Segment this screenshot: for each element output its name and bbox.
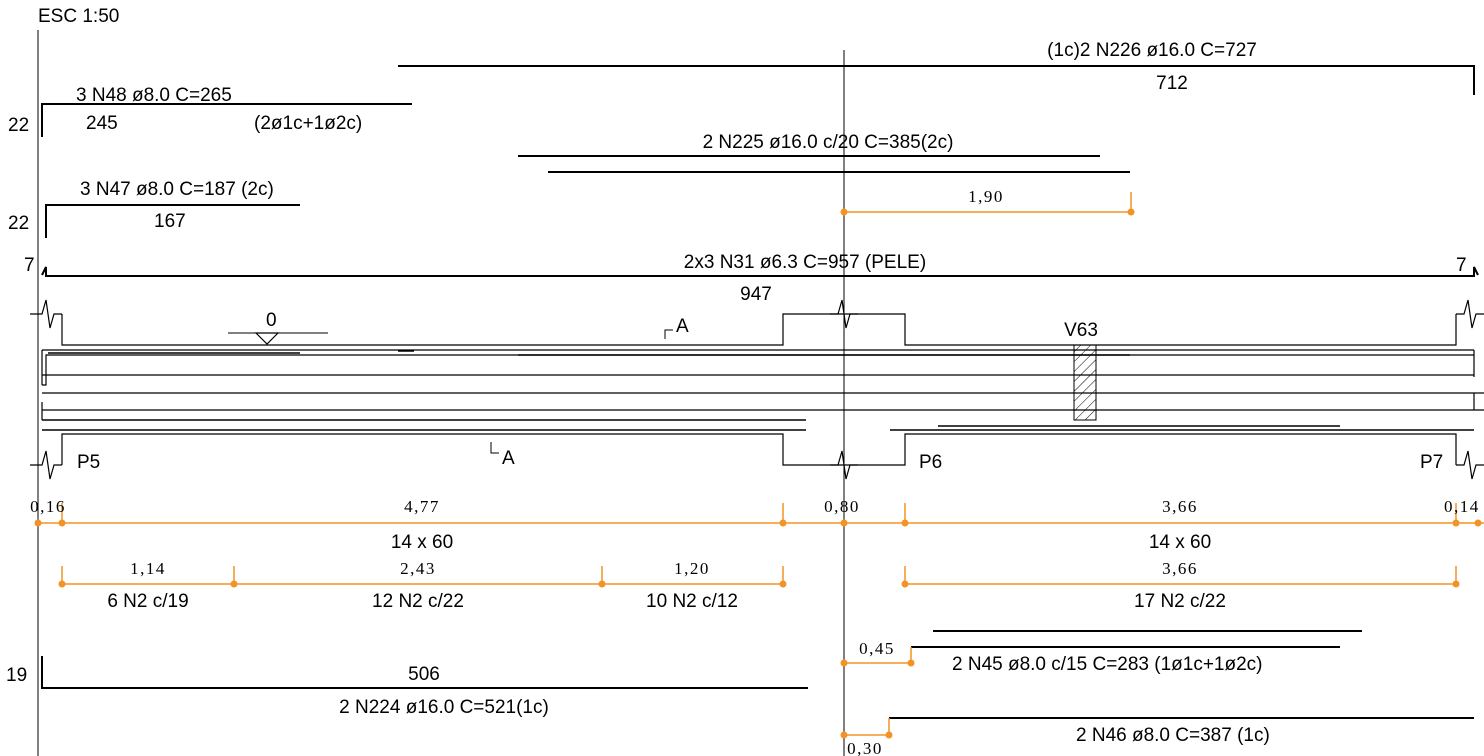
span-dim-4: 0,14	[1444, 497, 1480, 516]
bar-n48-label: 3 N48 ø8.0 C=265	[76, 85, 232, 106]
bar-n46-label: 2 N46 ø8.0 C=387 (1c)	[1076, 725, 1270, 746]
bar-n31-hook-right: 7	[1456, 255, 1467, 276]
section-mark-top: A	[664, 316, 689, 339]
bar-n224: 506 2 N224 ø16.0 C=521(1c) 19	[6, 656, 808, 718]
bar-n47: 3 N47 ø8.0 C=187 (2c) 167 22	[8, 179, 300, 238]
stirrup-label-3: 17 N2 c/22	[1134, 591, 1226, 612]
span-note-0: 14 x 60	[391, 532, 453, 553]
bar-n31-label: 2x3 N31 ø6.3 C=957 (PELE)	[684, 252, 926, 273]
level-mark: 0	[228, 310, 328, 345]
dimension-0-45-text: 0,45	[859, 639, 895, 658]
support-p7: P7	[1420, 452, 1443, 473]
section-mark-bottom-label: A	[502, 448, 515, 469]
crossing-beam-v63: V63	[1064, 320, 1098, 421]
bar-n45: 2 N45 ø8.0 c/15 C=283 (1ø1c+1ø2c)	[911, 630, 1362, 675]
bar-n47-hook: 22	[8, 213, 29, 234]
dimension-1-90: 1,90	[840, 187, 1135, 216]
bar-n226-label: (1c)2 N226 ø16.0 C=727	[1047, 40, 1257, 61]
dimension-0-30-text: 0,30	[847, 739, 883, 756]
stirrup-dim-2: 1,20	[674, 559, 710, 578]
bar-n225-label: 2 N225 ø16.0 c/20 C=385(2c)	[703, 132, 954, 153]
level-mark-value: 0	[266, 310, 277, 331]
bar-n45-label: 2 N45 ø8.0 c/15 C=283 (1ø1c+1ø2c)	[952, 654, 1263, 675]
bar-n31: 2x3 N31 ø6.3 C=957 (PELE) 947 7 7	[24, 252, 1479, 305]
bar-n31-hook-left: 7	[24, 255, 35, 276]
span-dim-3: 3,66	[1162, 497, 1198, 516]
bar-n46: 2 N46 ø8.0 C=387 (1c)	[889, 717, 1474, 746]
span-dim-2: 0,80	[824, 497, 860, 516]
dimension-1-90-text: 1,90	[968, 187, 1004, 206]
scale-label: ESC 1:50	[38, 6, 119, 27]
span-dimension-chain: 0,16 4,77 0,80 3,66 0,14 14 x 60 14 x 60	[30, 497, 1484, 553]
crossing-beam-label: V63	[1064, 320, 1098, 341]
bar-n31-length: 947	[740, 284, 772, 305]
span-dim-0: 0,16	[30, 497, 66, 516]
stirrup-label-2: 10 N2 c/12	[646, 591, 738, 612]
section-mark-top-label: A	[676, 316, 689, 337]
bar-n224-label: 2 N224 ø16.0 C=521(1c)	[339, 697, 549, 718]
dimension-0-45: 0,45	[840, 639, 915, 667]
beam-elevation	[30, 299, 1484, 480]
support-p6: P6	[919, 452, 942, 473]
stirrup-label-1: 12 N2 c/22	[372, 591, 464, 612]
bar-n224-length: 506	[408, 664, 440, 685]
bar-n224-hook: 19	[6, 665, 27, 686]
bar-n226: (1c)2 N226 ø16.0 C=727 712	[398, 40, 1475, 95]
stirrup-label-0: 6 N2 c/19	[107, 591, 188, 612]
bar-n47-label: 3 N47 ø8.0 C=187 (2c)	[80, 179, 274, 200]
bar-n226-length: 712	[1156, 73, 1188, 94]
dimension-0-30: 0,30	[840, 718, 893, 756]
bar-n48: 3 N48 ø8.0 C=265 245 (2ø1c+1ø2c) 22	[8, 85, 412, 137]
stirrup-dim-1: 2,43	[400, 559, 436, 578]
span-note-1: 14 x 60	[1149, 532, 1211, 553]
section-mark-bottom: A	[490, 442, 515, 469]
bar-n47-length: 167	[154, 211, 186, 232]
span-dim-1: 4,77	[404, 497, 440, 516]
bar-n48-hook: 22	[8, 115, 29, 136]
stirrup-dim-3: 3,66	[1162, 559, 1198, 578]
stirrup-dim-0: 1,14	[130, 559, 166, 578]
stirrup-dimension-chain: 1,14 2,43 1,20 3,66 6 N2 c/19 12 N2 c/22…	[58, 559, 1460, 612]
bar-n48-length: 245	[86, 113, 118, 134]
bar-n225: 2 N225 ø16.0 c/20 C=385(2c)	[518, 132, 1130, 173]
bar-n48-note: (2ø1c+1ø2c)	[254, 113, 362, 134]
support-p5: P5	[77, 452, 100, 473]
